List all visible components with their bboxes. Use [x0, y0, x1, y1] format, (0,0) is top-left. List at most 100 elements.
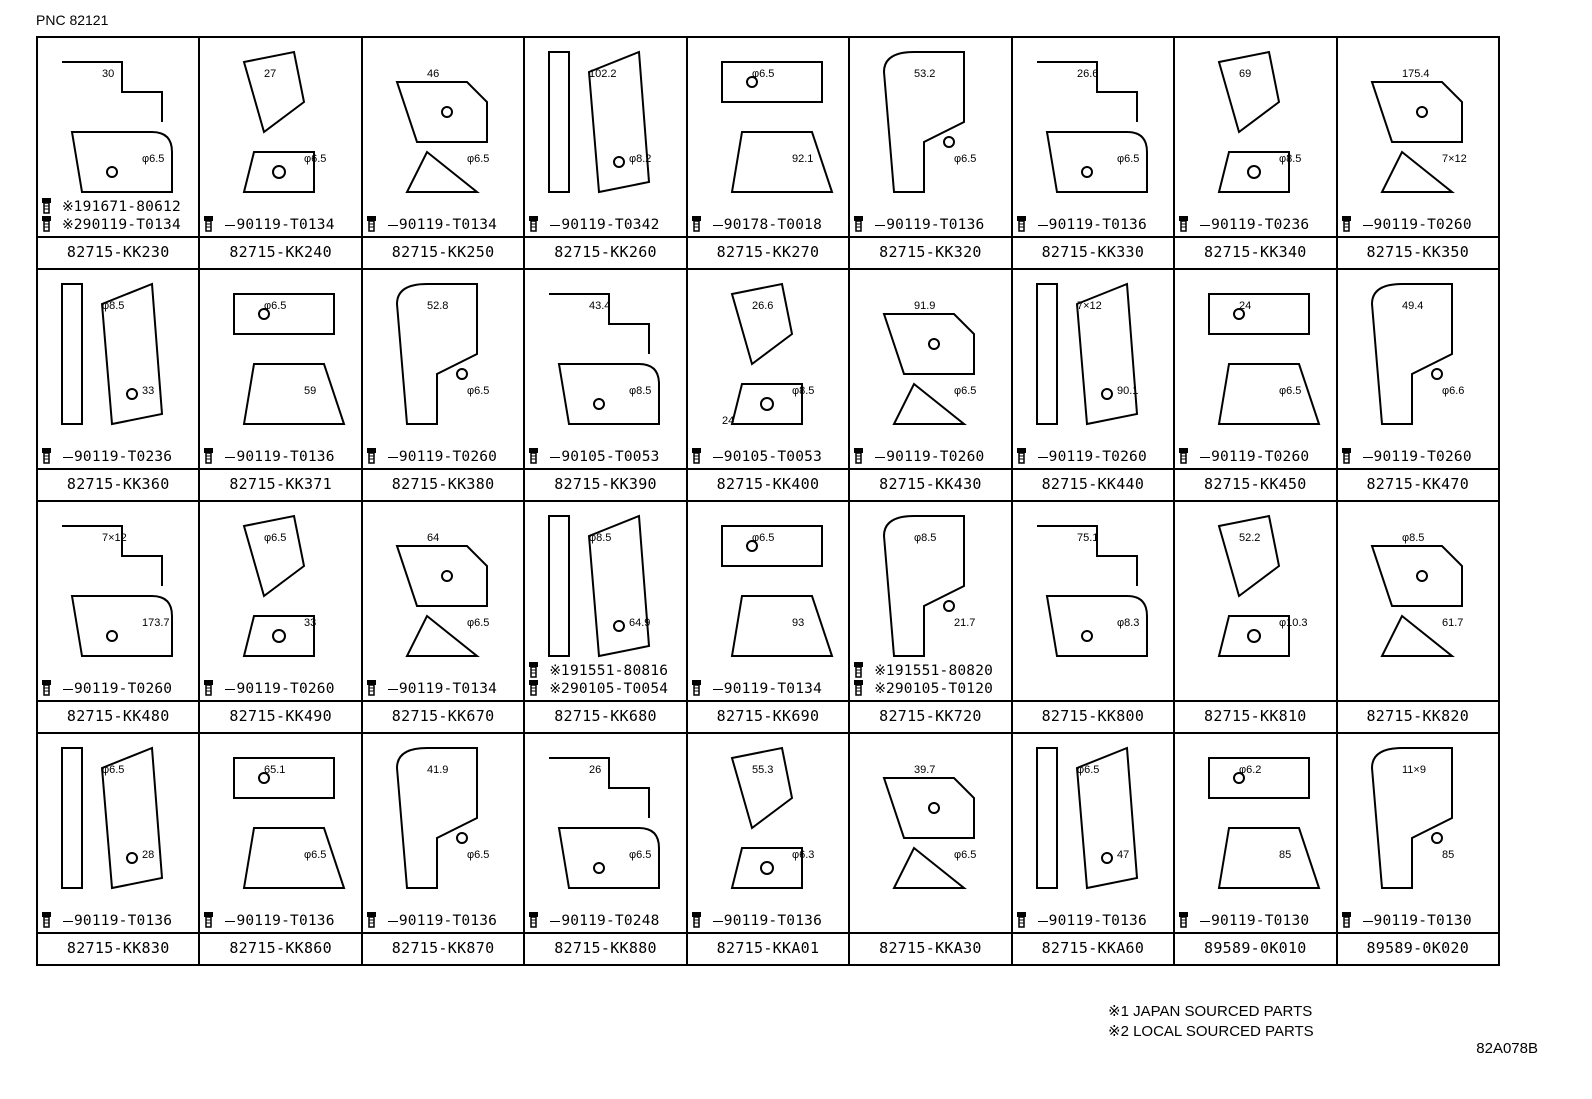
part-number: 82715-KK690 [687, 700, 849, 732]
bracket-drawing: φ6.559 [233, 293, 346, 425]
fastener-list: 90105-T0053 [527, 447, 659, 466]
fastener-list: 90119-T0260 [1340, 446, 1472, 469]
dimension-label: 49.4 [1402, 300, 1423, 312]
dimension-label: 26 [589, 764, 601, 776]
fastener-part-number: 90119-T0236 [74, 449, 173, 465]
fastener-part-number: 90119-T0260 [236, 681, 335, 697]
bracket-drawing: 26 φ6.5 [549, 757, 661, 889]
dimension-label: φ6.5 [752, 532, 774, 544]
bolt-icon [852, 214, 874, 237]
dimension-label: φ8.5 [1279, 153, 1301, 165]
bolt-icon [40, 678, 62, 701]
bolt-icon [852, 660, 874, 683]
bolt-icon [202, 446, 224, 469]
dimension-label: φ8.5 [792, 385, 814, 397]
leader-line [63, 920, 73, 922]
part-number: 82715-KK260 [525, 236, 686, 268]
fastener-row: 90119-T0342 [527, 215, 659, 234]
leader-line [225, 688, 236, 690]
fastener-list: 90105-T0053 [690, 447, 822, 466]
dimension-label: φ6.5 [304, 153, 326, 165]
source-mark: ※2 [62, 217, 83, 233]
bolt-icon [1340, 446, 1362, 469]
dimension-label: φ6.5 [629, 849, 651, 861]
bolt-icon [365, 678, 387, 701]
fastener-row: 90119-T0136 [1015, 215, 1147, 234]
leader-line [712, 224, 723, 226]
fastener-row: 90119-T0260 [202, 679, 335, 698]
fastener-part-number: 90119-T0136 [236, 913, 335, 929]
dimension-label: 92.1 [792, 153, 813, 165]
fastener-list: 90178-T0018 [690, 214, 822, 237]
bolt-icon [40, 910, 62, 933]
fastener-row: 90119-T0134 [365, 214, 497, 237]
part-number: 82715-KK430 [850, 468, 1011, 500]
fastener-part-number: 90119-T0130 [1373, 913, 1472, 929]
fastener-row: 90119-T0136 [365, 911, 498, 930]
leader-line [225, 456, 236, 458]
part-number: 82715-KK340 [1175, 236, 1336, 268]
fastener-part-number: 90119-T0136 [398, 913, 498, 929]
part-number: 82715-KK720 [850, 700, 1011, 732]
dimension-label: 61.7 [1442, 617, 1463, 629]
bolt-icon [365, 214, 387, 237]
dimension-label: 39.7 [914, 764, 935, 776]
part-number: 82715-KK870 [362, 932, 524, 964]
fastener-row: 90119-T0130 [1340, 911, 1472, 930]
bracket-drawing: φ8.533 [61, 282, 164, 426]
fastener-row: 90119-T0260 [852, 446, 984, 469]
leader-line [550, 456, 561, 458]
fastener-list: 90119-T0134 [202, 215, 334, 234]
dimension-label: 53.2 [914, 68, 935, 80]
fastener-part-number: 90119-T0236 [1211, 217, 1310, 233]
dimension-label: φ10.3 [1279, 617, 1308, 629]
dimension-label: 69 [1239, 68, 1251, 80]
bracket-drawing: φ6.2 85 [1208, 757, 1321, 889]
fastener-row: 90119-T0260 [40, 678, 172, 701]
footnotes: ※1 JAPAN SOURCED PARTS ※2 LOCAL SOURCED … [1108, 1002, 1314, 1042]
dimension-label: φ6.5 [752, 68, 774, 80]
fastener-part-number: 90105-T0053 [723, 449, 822, 465]
bolt-icon [690, 214, 712, 237]
dimension-label: φ6.5 [467, 617, 489, 629]
leader-line [550, 920, 561, 922]
source-mark: ※2 [874, 681, 895, 697]
dimension-label: 173.7 [142, 617, 170, 629]
fastener-list: 90119-T0342 [527, 215, 659, 234]
bolt-icon [852, 446, 874, 469]
bracket-drawing: 26.6φ6.5 [1036, 61, 1148, 193]
fastener-row: 90119-T0260 [1340, 446, 1472, 469]
leader-line [1362, 224, 1373, 226]
leader-line [712, 456, 723, 458]
fastener-row: 90119-T0260 [1340, 215, 1472, 234]
part-number: 82715-KK440 [1012, 468, 1174, 500]
dimension-label: φ6.5 [1279, 385, 1301, 397]
part-number: 82715-KK860 [200, 932, 361, 964]
fastener-list: 90119-T0260 [1177, 447, 1309, 466]
fastener-list: 90119-T0136 [1015, 911, 1147, 930]
fastener-list: 90119-T0134 [365, 214, 497, 237]
part-number: 82715-KK830 [38, 932, 199, 964]
dimension-label: φ6.5 [467, 385, 489, 397]
dimension-label: 11×9 [1402, 764, 1426, 776]
dimension-label: φ6.2 [1239, 764, 1261, 776]
fastener-row: 90119-T0136 [852, 214, 984, 237]
dimension-label: 85 [1279, 849, 1291, 861]
dimension-label: φ8.5 [629, 385, 651, 397]
leader-line [387, 224, 398, 226]
